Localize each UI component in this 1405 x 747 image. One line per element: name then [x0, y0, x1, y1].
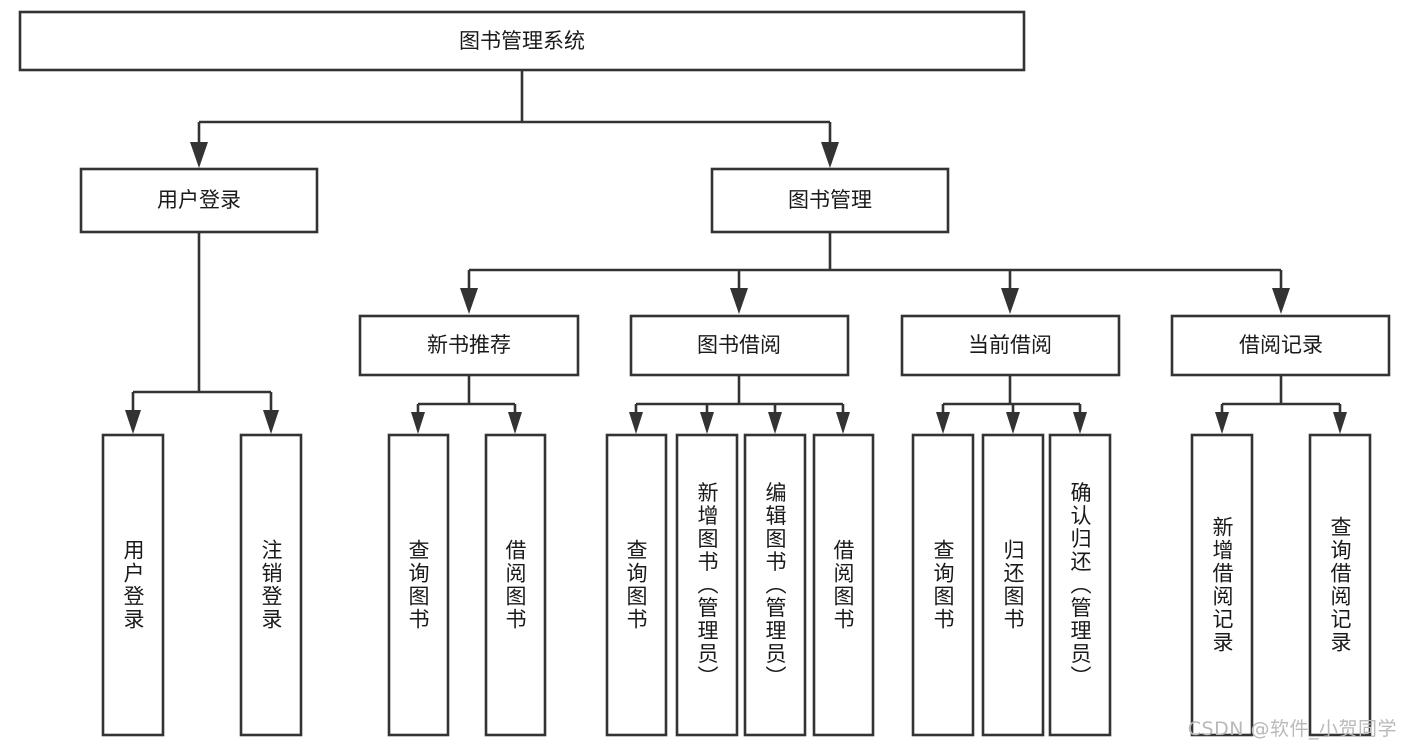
- arrow-head-icon: [629, 412, 643, 434]
- arrow-head-icon: [1215, 412, 1229, 434]
- node-leaf-user-login[interactable]: 用户登录: [101, 433, 165, 737]
- node-leaf-borrow-book-1-label: 借阅图书: [503, 539, 527, 631]
- arrow-head-icon: [730, 288, 748, 314]
- node-user-login-label: 用户登录: [157, 188, 241, 212]
- arrow-head-icon: [700, 412, 714, 434]
- connector-bookmanage-to-level3: [460, 232, 1290, 314]
- node-leaf-confirm-return-label: 确认归还（管理员）: [1068, 482, 1092, 689]
- arrow-head-icon: [411, 412, 425, 434]
- node-root[interactable]: 图书管理系统: [18, 10, 1026, 72]
- node-leaf-return-book-label: 归还图书: [1001, 539, 1025, 631]
- connector-currentborrow-to-leaves: [936, 375, 1087, 434]
- arrow-head-icon: [508, 412, 522, 434]
- arrow-head-icon: [1073, 412, 1087, 434]
- arrow-head-icon: [125, 410, 141, 434]
- node-root-label: 图书管理系统: [459, 29, 585, 53]
- arrow-head-icon: [1272, 288, 1290, 314]
- node-user-login[interactable]: 用户登录: [79, 167, 319, 234]
- node-leaf-query-record-label: 查询借阅记录: [1328, 516, 1352, 654]
- arrow-head-icon: [821, 142, 839, 168]
- node-leaf-return-book[interactable]: 归还图书: [981, 433, 1045, 737]
- node-current-borrow[interactable]: 当前借阅: [900, 314, 1121, 377]
- connector-userlogin-to-leaves: [125, 232, 279, 434]
- node-leaf-add-record[interactable]: 新增借阅记录: [1190, 433, 1254, 737]
- node-new-book-recommend-label: 新书推荐: [427, 333, 511, 357]
- node-leaf-query-book-3-label: 查询图书: [931, 539, 955, 631]
- node-leaf-add-book[interactable]: 新增图书（管理员）: [675, 433, 739, 737]
- node-leaf-borrow-book-2[interactable]: 借阅图书: [812, 433, 875, 737]
- arrow-head-icon: [460, 288, 478, 314]
- node-book-borrow[interactable]: 图书借阅: [629, 314, 850, 377]
- connector-newbook-to-leaves: [411, 375, 522, 434]
- node-borrow-record-label: 借阅记录: [1239, 333, 1323, 357]
- arrow-head-icon: [836, 412, 850, 434]
- node-leaf-borrow-book-2-label: 借阅图书: [831, 539, 855, 631]
- connector-borrowrecord-to-leaves: [1215, 375, 1347, 434]
- node-new-book-recommend[interactable]: 新书推荐: [358, 314, 580, 377]
- node-leaf-add-record-label: 新增借阅记录: [1210, 516, 1234, 654]
- arrow-head-icon: [263, 410, 279, 434]
- arrow-head-icon: [1333, 412, 1347, 434]
- node-borrow-record[interactable]: 借阅记录: [1170, 314, 1391, 377]
- node-book-borrow-label: 图书借阅: [697, 333, 781, 357]
- node-book-manage-label: 图书管理: [788, 188, 872, 212]
- arrow-head-icon: [936, 412, 950, 434]
- node-leaf-query-book-3[interactable]: 查询图书: [911, 433, 975, 737]
- arrow-head-icon: [1001, 288, 1019, 314]
- arrow-head-icon: [1006, 412, 1020, 434]
- node-leaf-query-book-2-label: 查询图书: [624, 539, 648, 631]
- node-leaf-confirm-return[interactable]: 确认归还（管理员）: [1048, 433, 1112, 737]
- node-leaf-user-login-label: 用户登录: [121, 539, 145, 631]
- arrow-head-icon: [190, 142, 208, 168]
- node-leaf-borrow-book-1[interactable]: 借阅图书: [484, 433, 547, 737]
- arrow-head-icon: [768, 412, 782, 434]
- node-leaf-user-logout-label: 注销登录: [259, 539, 283, 631]
- node-leaf-edit-book-label: 编辑图书（管理员）: [763, 482, 787, 689]
- node-leaf-edit-book[interactable]: 编辑图书（管理员）: [743, 433, 807, 737]
- node-leaf-user-logout[interactable]: 注销登录: [239, 433, 303, 737]
- node-current-borrow-label: 当前借阅: [968, 333, 1052, 357]
- node-leaf-query-book-2[interactable]: 查询图书: [605, 433, 668, 737]
- connector-bookborrow-to-leaves: [629, 375, 850, 434]
- connector-root-to-level2: [190, 70, 839, 168]
- node-book-manage[interactable]: 图书管理: [710, 167, 950, 234]
- node-leaf-query-book-1-label: 查询图书: [406, 539, 430, 631]
- node-leaf-add-book-label: 新增图书（管理员）: [695, 482, 719, 689]
- node-leaf-query-book-1[interactable]: 查询图书: [387, 433, 450, 737]
- node-leaf-query-record[interactable]: 查询借阅记录: [1308, 433, 1372, 737]
